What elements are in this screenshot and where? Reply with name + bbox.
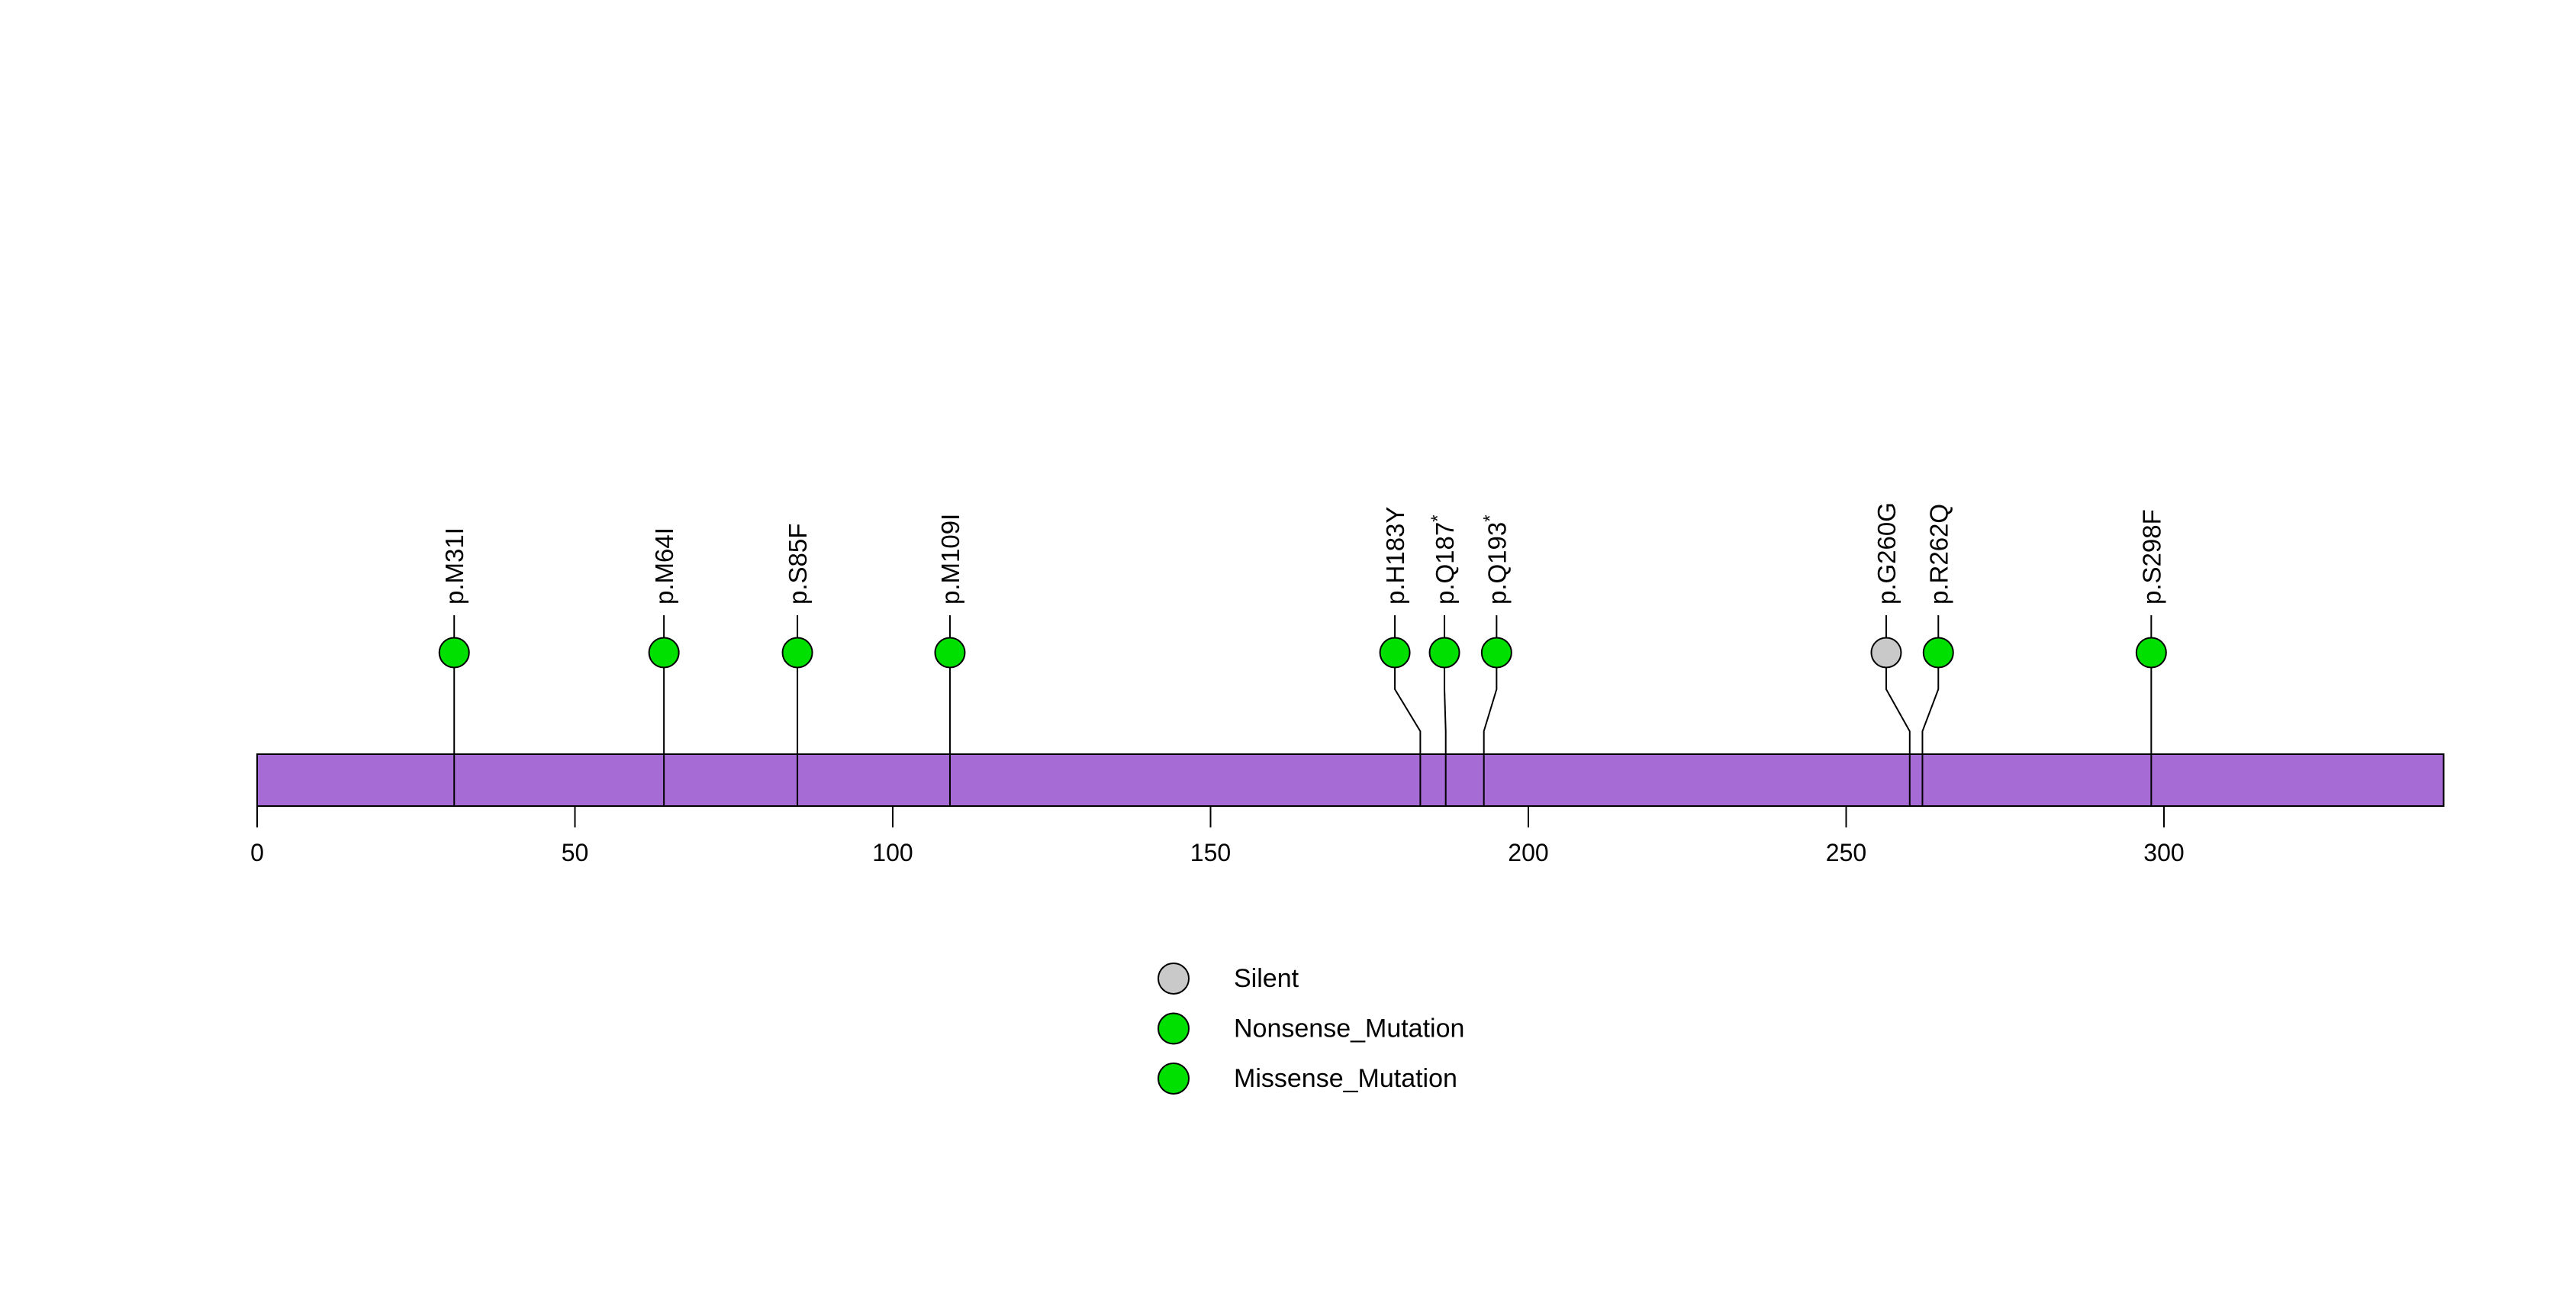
mutation-label: p.S85F (784, 524, 812, 605)
mutation-circle (1922, 637, 1954, 669)
mutation-circle (648, 637, 680, 669)
x-axis-layer: 0 50 100 150 200 250 300 (250, 806, 2185, 866)
legend-label: Nonsense_Mutation (1234, 1014, 1464, 1043)
legend-swatch (1158, 1063, 1190, 1095)
lollipop-heads-layer (438, 637, 2167, 669)
mutation-label: p.Q187* (1428, 514, 1459, 605)
mutation-label: p.G260G (1872, 502, 1900, 605)
mutation-circle (1870, 637, 1902, 669)
mutation-label: p.S298F (2137, 509, 2165, 605)
legend-swatch (1158, 963, 1190, 995)
mutation-circle (2135, 637, 2167, 669)
axis-tick-label: 250 (1826, 839, 1866, 866)
stems-layer (453, 615, 2153, 805)
axis-tick-label: 300 (2143, 839, 2184, 866)
lollipop-stem (1885, 667, 1911, 805)
mutation-label: p.H183Y (1381, 507, 1409, 605)
axis-tick-label: 0 (250, 839, 264, 866)
protein-backbone (256, 753, 2445, 807)
backbone-layer (256, 753, 2445, 807)
axis-tick-label: 100 (872, 839, 913, 866)
lollipop-stem (1483, 667, 1498, 805)
mutation-labels-layer: p.M31I p.M64I p.S85F p.M109I p.H183Y p.Q187* p… (440, 502, 2165, 605)
mutation-label: p.M31I (440, 527, 469, 605)
mutation-circle (1428, 637, 1460, 669)
mutation-circle (781, 637, 813, 669)
lollipop-stem (1921, 667, 1940, 805)
axis-tick-label: 150 (1190, 839, 1231, 866)
mutation-circle (438, 637, 470, 669)
mutation-circle (1480, 637, 1512, 669)
axis-tick-label: 200 (1508, 839, 1548, 866)
lollipop-stem (1444, 667, 1447, 805)
mutation-label: p.Q193* (1480, 514, 1511, 605)
legend-swatch (1158, 1012, 1190, 1045)
axis-tick-label: 50 (562, 839, 589, 866)
legend-label: Missense_Mutation (1234, 1064, 1457, 1093)
mutation-circle (934, 637, 966, 669)
legend-label: Silent (1234, 964, 1299, 993)
lollipop-stem (1394, 667, 1422, 805)
mutation-label: p.M109I (935, 514, 964, 605)
mutation-circle (1379, 637, 1411, 669)
mutation-label: p.M64I (650, 527, 678, 605)
mutation-label: p.R262Q (1924, 504, 1953, 605)
